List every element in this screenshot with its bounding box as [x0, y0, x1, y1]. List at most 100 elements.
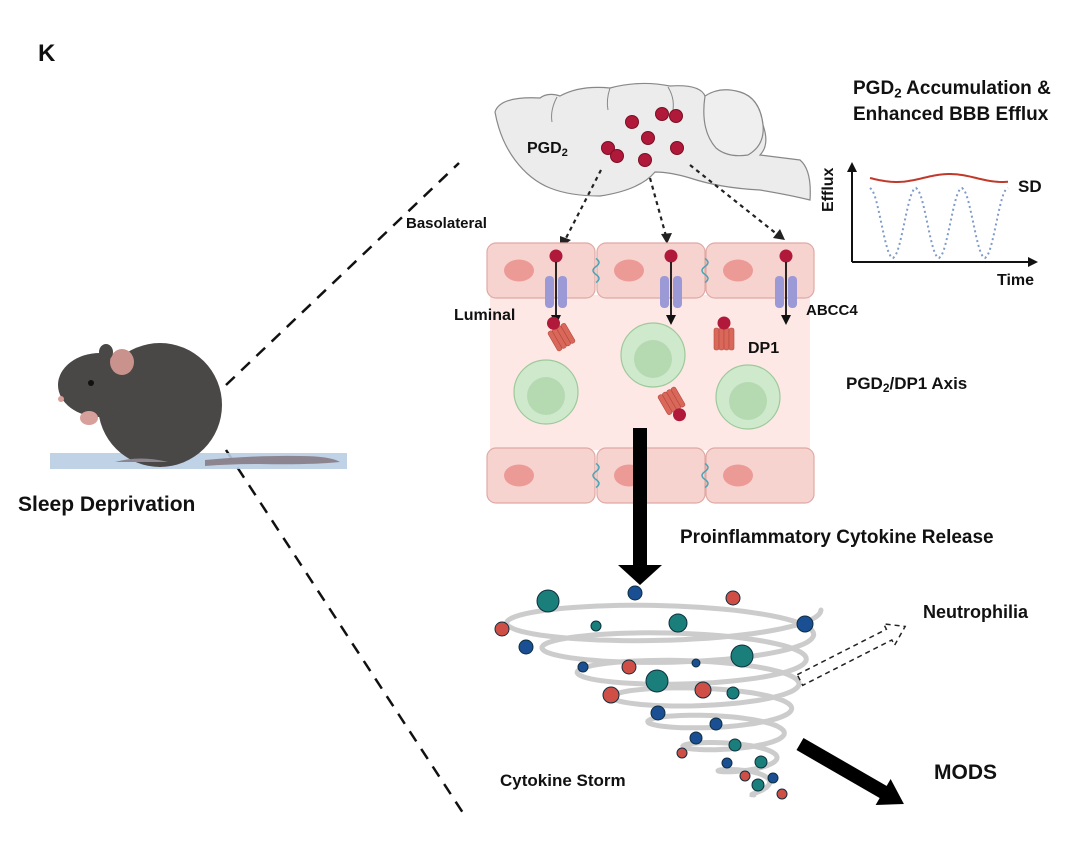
- pgd2-molecule: [779, 249, 793, 263]
- immune-cell-nucleus: [527, 377, 565, 415]
- axis-suffix: /DP1 Axis: [889, 374, 968, 393]
- zoom-line-upper: [225, 162, 460, 386]
- cytokine-particle: [728, 738, 742, 752]
- mouse-tail: [205, 455, 340, 466]
- abcc4-label: ABCC4: [806, 302, 858, 319]
- endothelial-cell: [486, 447, 596, 504]
- cytokine-particle: [796, 615, 814, 633]
- mouse-hindfoot: [115, 458, 168, 462]
- cytokine-particle: [650, 705, 666, 721]
- cytokine-particle: [739, 770, 751, 782]
- title-subscript: 2: [894, 85, 902, 101]
- pgd2-molecule: [610, 149, 624, 163]
- cytokine-particle: [721, 757, 733, 769]
- pgd2-molecule: [717, 316, 731, 330]
- endothelial-cell: [705, 447, 815, 504]
- mouse-ear: [110, 349, 134, 375]
- mouse-illustration: [50, 343, 347, 469]
- basolateral-label: Basolateral: [406, 215, 487, 232]
- cytokine-particle: [691, 658, 701, 668]
- immune-cell-nucleus: [634, 340, 672, 378]
- release-arrow-head: [618, 565, 662, 585]
- cytokine-particle: [602, 686, 620, 704]
- axis-pgd: PGD: [846, 374, 883, 393]
- mouse-ear-back: [99, 344, 113, 360]
- release-arrow-shaft: [633, 428, 647, 568]
- dp1-helix: [657, 394, 673, 415]
- tight-junction-icon: [701, 257, 709, 284]
- dp1-helix: [728, 327, 735, 351]
- pgd2-molecule: [601, 141, 615, 155]
- efflux-arrowhead: [781, 315, 791, 325]
- mods-arrow-head: [875, 779, 904, 805]
- cytokine-particle: [590, 620, 602, 632]
- endothelium-top: [486, 242, 815, 299]
- cytokine-particle: [494, 621, 510, 637]
- cytokine-particle: [767, 772, 779, 784]
- luminal-label: Luminal: [454, 307, 516, 324]
- cytokine-particle: [709, 717, 723, 731]
- pgd2-molecule: [673, 408, 686, 422]
- dp1-receptor: [657, 386, 686, 422]
- cytokine-particle: [627, 585, 643, 601]
- dp1-receptor: [547, 316, 576, 352]
- zoom-line-lower: [224, 449, 467, 817]
- cytokine-particle: [725, 590, 741, 606]
- inset-y-arrowhead: [847, 162, 857, 172]
- abcc4-transporter-half: [775, 276, 784, 308]
- arrowhead-3: [773, 229, 785, 240]
- dp1-receptor: [713, 316, 735, 351]
- pgd2-molecule: [655, 107, 669, 121]
- inset-x-label: Time: [997, 272, 1035, 289]
- neutrophilia-label: Neutrophilia: [923, 602, 1029, 622]
- cytokine-particle: [518, 639, 534, 655]
- cell-nucleus: [723, 259, 753, 282]
- abcc4-transporter-half: [788, 276, 797, 308]
- pgd-subscript: 2: [561, 146, 568, 159]
- arrowhead-2: [661, 233, 672, 244]
- title-line-1: PGD2 Accumulation &: [853, 78, 1051, 100]
- dp1-helix: [560, 323, 576, 344]
- pgd2-dp1-axis-label: PGD2/DP1 Axis: [846, 374, 967, 395]
- cytokine-particle: [645, 669, 669, 693]
- diffusion-arrow-3: [689, 164, 779, 236]
- mouse-paw: [80, 411, 98, 425]
- pgd2-molecule: [664, 249, 678, 263]
- pgd2-molecule: [549, 249, 563, 263]
- title-accumulation: Accumulation &: [901, 78, 1051, 99]
- cytokine-particle: [621, 659, 637, 675]
- cytokine-particle: [676, 747, 688, 759]
- pgd2-molecule: [641, 131, 655, 145]
- endothelium-bottom: [486, 447, 815, 504]
- endothelial-cell: [486, 242, 596, 299]
- sd-series-line: [869, 173, 1009, 183]
- cytokine-particle: [577, 661, 589, 673]
- cell-nucleus: [723, 464, 753, 487]
- cerebellum: [703, 89, 764, 157]
- mods-arrow-shaft: [796, 737, 891, 801]
- cytokine-particle: [776, 788, 788, 800]
- immune-cells: [513, 316, 781, 430]
- tornado-spiral: [504, 602, 824, 798]
- efflux-inset-chart: [847, 162, 1038, 267]
- neutrophilia-arrow: [796, 623, 907, 687]
- dp1-helix: [723, 327, 730, 351]
- panel-letter: K: [38, 40, 56, 67]
- mods-label: MODS: [934, 761, 997, 784]
- dp1-label: DP1: [748, 340, 780, 357]
- cytokine-particle: [689, 731, 703, 745]
- endothelial-cell: [596, 242, 706, 299]
- diffusion-arrow-2: [648, 177, 668, 237]
- tight-junction-icon: [701, 462, 709, 489]
- cell-nucleus: [504, 464, 534, 487]
- cell-nucleus: [614, 259, 644, 282]
- mouse-nose: [58, 396, 64, 402]
- cytokines: [494, 585, 814, 800]
- cytokine-storm-tornado: [504, 602, 824, 798]
- control-series-line: [869, 186, 1009, 260]
- efflux-arrowhead: [666, 315, 676, 325]
- dp1-helix: [718, 327, 725, 351]
- neutrophilia-arrow-outline: [796, 623, 907, 687]
- cytokine-particle: [668, 613, 688, 633]
